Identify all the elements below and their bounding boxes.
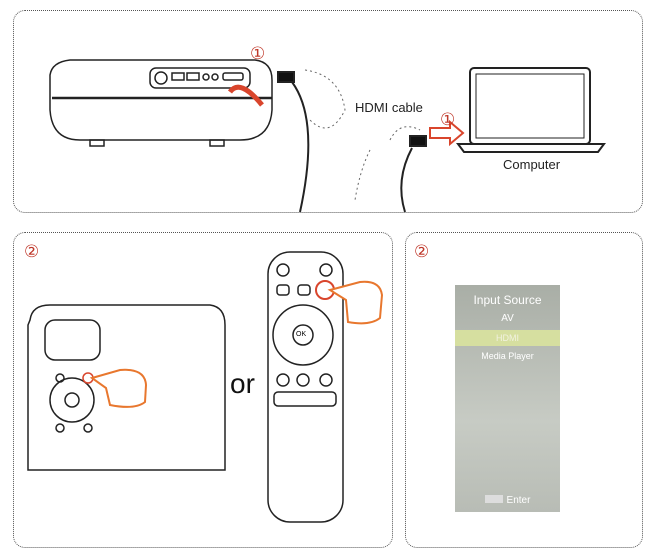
step1-number-projector: ① <box>250 44 266 64</box>
remote-ok-label: OK <box>296 331 307 338</box>
input-source-menu: Input Source AV HDMI Media Player Enter <box>455 285 560 512</box>
connect-arrow <box>429 119 465 147</box>
or-label: or <box>230 368 255 399</box>
step2-number-right: ② <box>414 242 430 262</box>
remote-control <box>267 251 344 523</box>
hdmi-cable-label: HDMI cable <box>355 100 423 115</box>
menu-item-media-player[interactable]: Media Player <box>481 351 534 361</box>
menu-title: Input Source <box>473 293 542 307</box>
enter-key-icon <box>484 495 503 503</box>
step1-number-computer: ① <box>440 110 456 130</box>
enter-hint: Enter <box>455 495 560 506</box>
pointing-hands <box>89 280 384 408</box>
step2-menu-panel <box>405 232 643 548</box>
hands <box>304 69 421 201</box>
menu-item-av[interactable]: AV <box>501 313 514 324</box>
step2-number-left: ② <box>24 242 40 262</box>
hdmi-cable <box>277 71 427 213</box>
menu-item-hdmi[interactable]: HDMI <box>455 330 560 346</box>
step2-remote-panel <box>13 232 393 548</box>
projector-top <box>27 304 226 471</box>
insert-arrow <box>227 84 264 107</box>
step1-panel <box>13 10 643 213</box>
enter-label: Enter <box>506 495 531 506</box>
laptop-icon <box>456 67 606 153</box>
projector-back <box>49 59 273 147</box>
computer-label: Computer <box>503 157 561 172</box>
